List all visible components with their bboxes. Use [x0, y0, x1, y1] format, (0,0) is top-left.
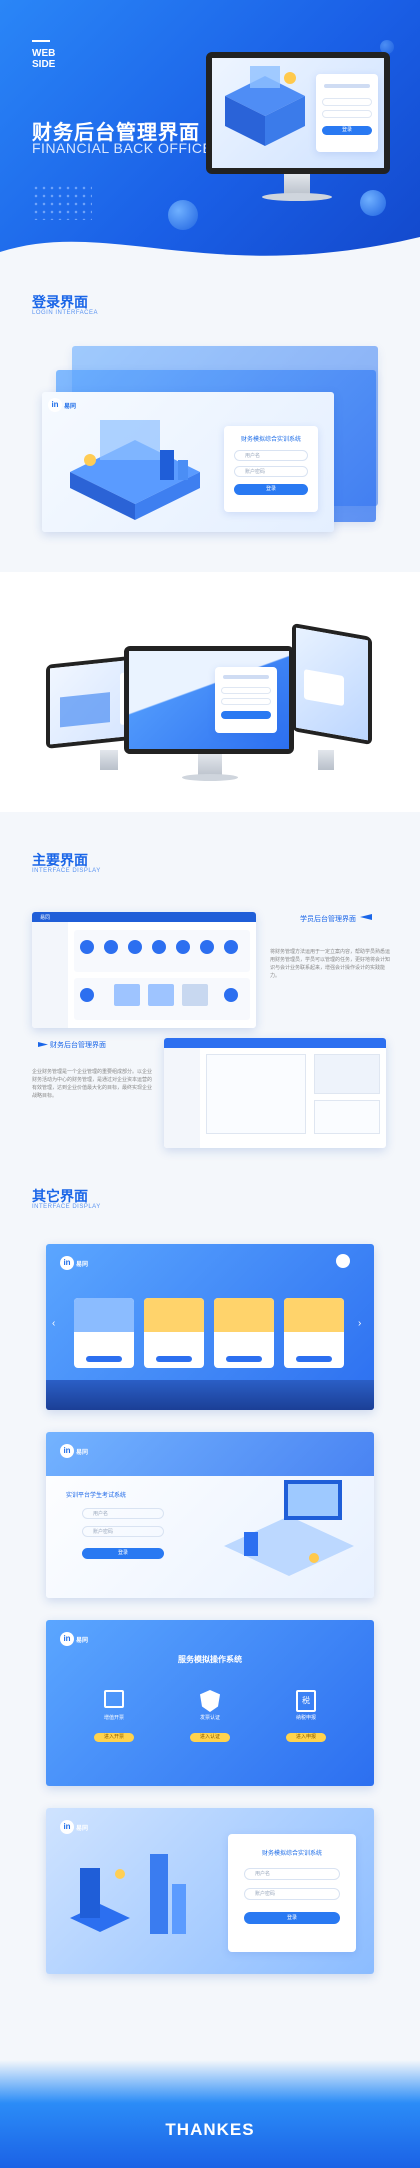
service-label: 发票认证: [199, 1715, 220, 1721]
chevron-left-icon[interactable]: ‹: [52, 1318, 56, 1329]
course-card[interactable]: [144, 1298, 204, 1368]
app-logo-text: 易同: [76, 1638, 89, 1644]
app-logo: in: [60, 1632, 74, 1646]
service-invoice[interactable]: 增值开票 进入开票: [86, 1690, 142, 1742]
service-system-title: 服务模拟操作系统: [178, 1655, 242, 1664]
hero-title: 财务后台管理界面: [32, 122, 200, 144]
final-username-input[interactable]: 用户名: [244, 1868, 340, 1880]
final-login-panel: in 易同 财务模拟综合实训系统 用户名 账户密码 登录: [46, 1808, 374, 1974]
printer-icon: [104, 1690, 124, 1708]
student-backend-screenshot: 易同: [32, 912, 256, 1028]
service-label: 增值开票: [103, 1715, 124, 1721]
bubble-decoration: [360, 190, 386, 216]
chevron-right-icon[interactable]: ›: [358, 1318, 362, 1329]
login-card-front: in 易同 财务模拟综合实训系统 用户名 账户密码 登录: [42, 392, 334, 532]
enter-invoice-button[interactable]: 进入开票: [94, 1733, 134, 1742]
app-sidebar: [32, 922, 68, 1028]
brand-mark: WEB SIDE: [32, 40, 55, 70]
shield-check-icon: [200, 1690, 220, 1712]
brand-line-1: WEB: [32, 48, 56, 59]
finance-backend-screenshot: [164, 1038, 386, 1148]
password-input[interactable]: 账户密码: [234, 466, 308, 477]
bubble-decoration: [380, 40, 394, 54]
brand-line-2: SIDE: [32, 59, 56, 70]
course-card[interactable]: [214, 1298, 274, 1368]
exam-system-panel: in 易同 in 易同 实训平台学生考试系统 用户名 账户密码 登录: [46, 1432, 374, 1598]
isometric-illustration: [70, 420, 200, 520]
final-password-input[interactable]: 账户密码: [244, 1888, 340, 1900]
exam-login-button[interactable]: 登录: [82, 1548, 164, 1559]
monitor-stand: [100, 750, 118, 770]
service-authentication[interactable]: 发票认证 进入认证: [182, 1690, 238, 1742]
monitor-base: [182, 774, 238, 781]
arrow-right-icon: [38, 1042, 48, 1047]
device-showcase: [0, 572, 420, 812]
finance-backend-description: 企业财务管理是一个企业管理的重要组成部分。以企业财务活动为中心的财务管理，是通过…: [32, 1069, 153, 1099]
isometric-illustration: [70, 1854, 186, 1934]
login-form: 财务模拟综合实训系统 用户名 账户密码 登录: [224, 426, 318, 512]
monitor-stand: [284, 174, 310, 196]
final-login-title: 财务模拟综合实训系统: [261, 1851, 322, 1857]
app-logo-text: 易同: [76, 1826, 89, 1832]
exam-password-input[interactable]: 账户密码: [82, 1526, 164, 1537]
login-section-subtitle: LOGIN INTERFACEA: [32, 310, 99, 316]
app-logo: in: [60, 1820, 74, 1834]
enter-tax-filing-button[interactable]: 进入申报: [286, 1733, 326, 1742]
login-system-title: 财务模拟综合实训系统: [240, 437, 301, 443]
final-login-form: 财务模拟综合实训系统 用户名 账户密码 登录: [228, 1834, 356, 1952]
app-logo: in: [60, 1444, 74, 1458]
app-logo-text: 易同: [64, 404, 77, 410]
app-header-title: 易同: [40, 915, 51, 921]
hero-banner: WEB SIDE 财务后台管理界面 FINANCIAL BACK OFFICE …: [0, 0, 420, 290]
center-monitor: [124, 646, 294, 754]
isometric-illustration: [225, 66, 305, 146]
student-backend-label: 学员后台管理界面: [300, 916, 356, 923]
app-header: 易同: [32, 912, 256, 922]
app-logo-text: 易同: [76, 1450, 89, 1456]
service-operation-panel: in 易同 服务模拟操作系统 增值开票 进入开票 发票认证 进入认证 税 纳税申…: [46, 1620, 374, 1786]
monitor-stand: [318, 750, 334, 770]
hero-monitor: 登录: [206, 52, 390, 174]
flow-row-1: [74, 930, 250, 972]
service-label: 纳税申报: [295, 1715, 316, 1721]
exam-username-input[interactable]: 用户名: [82, 1508, 164, 1519]
hero-login-card: 登录: [316, 74, 378, 152]
right-monitor: [292, 622, 372, 746]
app-logo: in: [48, 398, 62, 412]
center-login-card: [215, 667, 277, 733]
monitor-base: [262, 193, 332, 201]
dot-grid-decoration: [32, 184, 92, 220]
login-section-title: 登录界面: [32, 294, 88, 310]
main-section-title: 主要界面: [32, 852, 88, 868]
service-tax-filing[interactable]: 税 纳税申报 进入申报: [278, 1690, 334, 1742]
hero-login-button[interactable]: 登录: [322, 126, 372, 135]
login-button[interactable]: 登录: [234, 484, 308, 495]
app-logo: in: [60, 1256, 74, 1270]
user-avatar-icon[interactable]: [336, 1254, 350, 1268]
isometric-illustration: [224, 1480, 354, 1576]
final-login-button[interactable]: 登录: [244, 1912, 340, 1924]
hero-subtitle: FINANCIAL BACK OFFICE: [32, 140, 213, 156]
course-carousel-panel: in 易同 ‹ ›: [46, 1244, 374, 1410]
tax-document-icon: 税: [296, 1690, 316, 1712]
wave-divider: [0, 237, 420, 290]
footer-thanks: THANKES: [0, 2060, 420, 2168]
enter-authentication-button[interactable]: 进入认证: [190, 1733, 230, 1742]
course-card[interactable]: [284, 1298, 344, 1368]
flow-row-2: [74, 978, 250, 1020]
exam-system-title: 实训平台学生考试系统: [66, 1493, 127, 1499]
thanks-text: THANKES: [165, 2120, 255, 2139]
student-backend-description: 将财务管理方法运用于一定立案内容，帮助学员熟悉运用财务管理员，学员可以管理的任务…: [270, 949, 391, 979]
main-section-subtitle: INTERFACE DISPLAY: [32, 868, 101, 874]
arrow-left-icon: [360, 914, 372, 920]
app-logo-text: 易同: [76, 1262, 89, 1268]
bubble-decoration: [168, 200, 198, 230]
username-input[interactable]: 用户名: [234, 450, 308, 461]
finance-backend-label: 财务后台管理界面: [50, 1042, 106, 1049]
course-card[interactable]: [74, 1298, 134, 1368]
other-section-subtitle: INTERFACE DISPLAY: [32, 1204, 101, 1210]
other-section-title: 其它界面: [32, 1188, 88, 1204]
